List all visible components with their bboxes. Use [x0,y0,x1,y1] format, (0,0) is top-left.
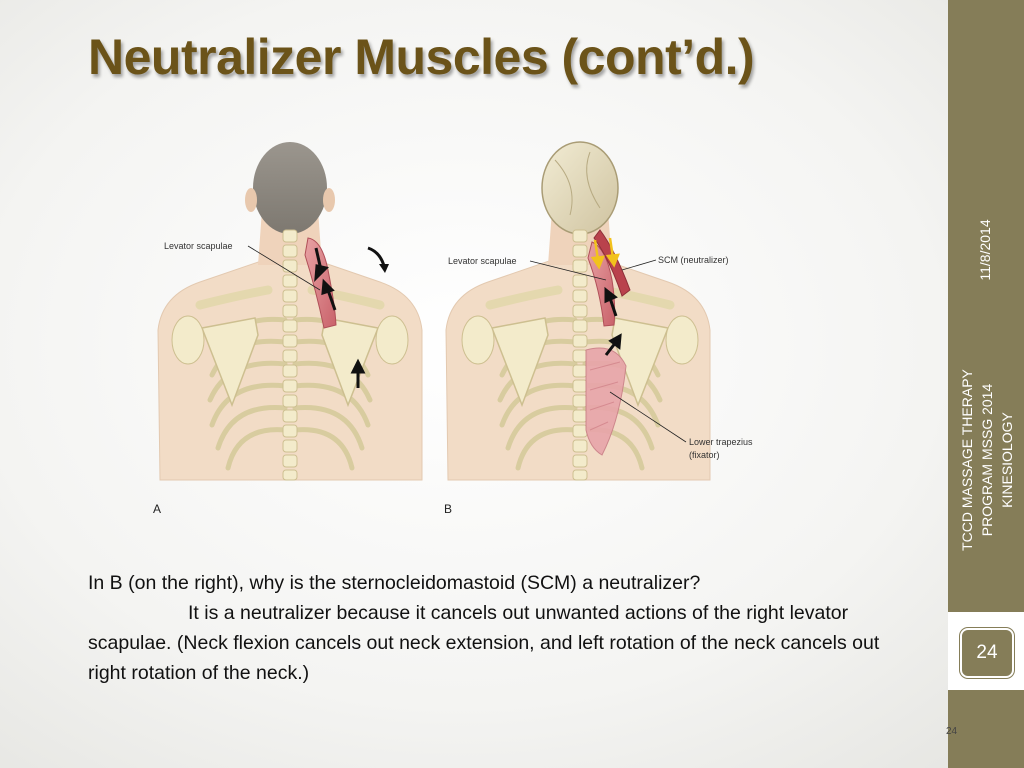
panel-a-letter: A [153,502,161,516]
footer-page-number: 24 [946,726,958,737]
question-text: In B (on the right), why is the sternocl… [88,572,701,594]
panel-b-trapezius-label: Lower trapezius [689,437,753,447]
slide-number: 24 [960,628,1014,678]
panel-b-trapezius-sublabel: (fixator) [689,450,720,460]
panel-b-levator-label: Levator scapulae [448,256,517,266]
panel-b: Levator scapulae SCM (neutralizer) Lower… [444,141,753,516]
panel-b-letter: B [444,502,452,516]
body-text: In B (on the right), why is the sternocl… [88,568,888,688]
anatomy-illustration: Levator scapulae A [153,141,753,516]
program-label: TCCD MASSAGE THERAPY PROGRAM MSSG 2014 K… [959,369,1015,551]
answer-text: It is a neutralizer because it cancels o… [88,602,880,684]
anatomy-figure: Levator scapulae A [140,130,800,520]
panel-a: Levator scapulae A [153,142,423,516]
panel-a-levator-label: Levator scapulae [164,241,233,251]
slide-date: 11/8/2014 [977,219,993,281]
slide-title: Neutralizer Muscles (cont’d.) [88,29,755,85]
panel-b-scm-label: SCM (neutralizer) [658,255,729,265]
